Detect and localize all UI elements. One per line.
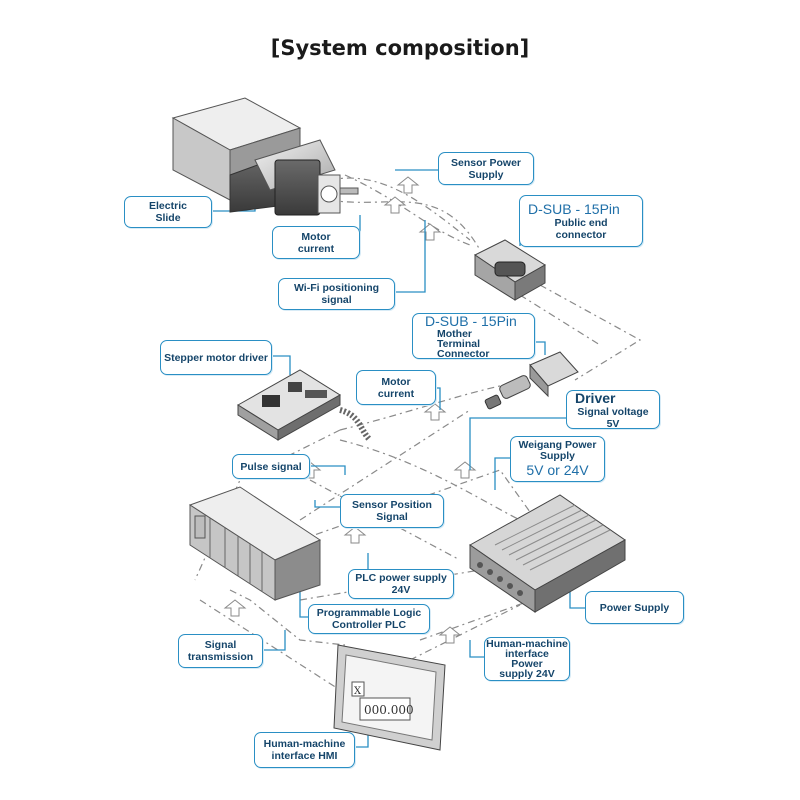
label-line: Signal (204, 639, 237, 651)
label-sensor-position-signal: Sensor Position Signal (340, 494, 444, 528)
label-line: Motor (301, 230, 331, 243)
dsub-public-connector-illustration (474, 239, 546, 301)
label-line: Connector (437, 348, 490, 360)
label-line: Programmable Logic (316, 607, 422, 619)
label-line: Electric (149, 200, 187, 212)
power-supply-illustration (469, 494, 626, 613)
dsub-mother-connector-illustration (484, 351, 579, 410)
label-line: transmission (187, 651, 254, 663)
label-line: Human-machine (486, 638, 568, 650)
label-line: interface HMI (271, 750, 338, 762)
label-signal-transmission: Signal transmission (178, 634, 263, 668)
label-line: Pulse signal (240, 460, 302, 473)
label-line: Supply (468, 168, 504, 181)
label-power-supply: Power Supply (585, 591, 684, 624)
label-wifi-positioning-signal: Wi-Fi positioning signal (278, 278, 395, 310)
label-stepper-motor-driver: Stepper motor driver (160, 340, 272, 375)
label-voltage: 5V or 24V (526, 462, 589, 478)
label-line: signal (321, 294, 352, 306)
hmi-axis-text: X (354, 686, 362, 697)
plc-illustration (188, 486, 322, 601)
label-line: current (377, 387, 415, 400)
label-dsub-public: D-SUB - 15Pin Public end connector (519, 195, 643, 247)
page-title: [System composition] (270, 36, 530, 60)
hmi-value-text: 000.000 (364, 703, 414, 717)
label-line: supply 24V (499, 668, 555, 680)
label-line: Wi-Fi positioning (293, 282, 380, 294)
hmi-illustration (333, 644, 446, 751)
label-line: Weigang Power (518, 439, 597, 451)
label-line: Signal (376, 511, 408, 523)
label-line: Controller PLC (331, 619, 407, 631)
label-line: 5V (606, 417, 620, 430)
stepper-driver-illustration (237, 369, 373, 443)
label-motor-current-mid: Motor current (356, 370, 436, 405)
label-sensor-power-supply: Sensor Power Supply (438, 152, 534, 185)
label-line: Human-machine (263, 738, 346, 750)
label-plc-power-supply: PLC power supply 24V (348, 569, 454, 599)
label-line: 24V (391, 584, 411, 596)
label-line: Supply (539, 450, 575, 462)
label-motor-current-top: Motor current (272, 226, 360, 259)
label-line: Terminal (437, 338, 480, 350)
label-dsub-mother: D-SUB - 15Pin Mother Terminal Connector (412, 313, 535, 359)
label-electric-slide: Electric Slide (124, 196, 212, 228)
electric-slide-illustration (171, 97, 359, 216)
label-line: Power Supply (599, 601, 670, 614)
label-line: Motor (381, 375, 411, 388)
label-heading: Driver (575, 389, 616, 406)
label-line: Sensor Position (352, 499, 432, 511)
label-pulse-signal: Pulse signal (232, 454, 310, 479)
label-line: interface (505, 648, 549, 660)
label-line: Slide (155, 212, 181, 224)
label-driver-signal-voltage: Driver Signal voltage 5V (566, 389, 660, 430)
label-heading: D-SUB - 15Pin (528, 201, 620, 217)
label-weigang-power-supply: Weigang Power Supply 5V or 24V (510, 436, 605, 482)
label-plc: Programmable Logic Controller PLC (308, 604, 430, 634)
label-line: Sensor Power (450, 156, 522, 169)
label-line: Stepper motor driver (164, 351, 268, 364)
label-line: PLC power supply (355, 572, 447, 584)
label-line: Signal voltage (577, 405, 649, 418)
label-line: Power (511, 658, 543, 670)
label-hmi: Human-machine interface HMI (254, 732, 355, 768)
label-line: Public end (554, 217, 608, 229)
label-line: Mother (437, 328, 472, 340)
label-hmi-power-supply: Human-machine interface Power supply 24V (484, 637, 570, 681)
label-heading: D-SUB - 15Pin (425, 313, 517, 329)
label-line: current (297, 242, 335, 255)
label-line: connector (555, 229, 607, 241)
